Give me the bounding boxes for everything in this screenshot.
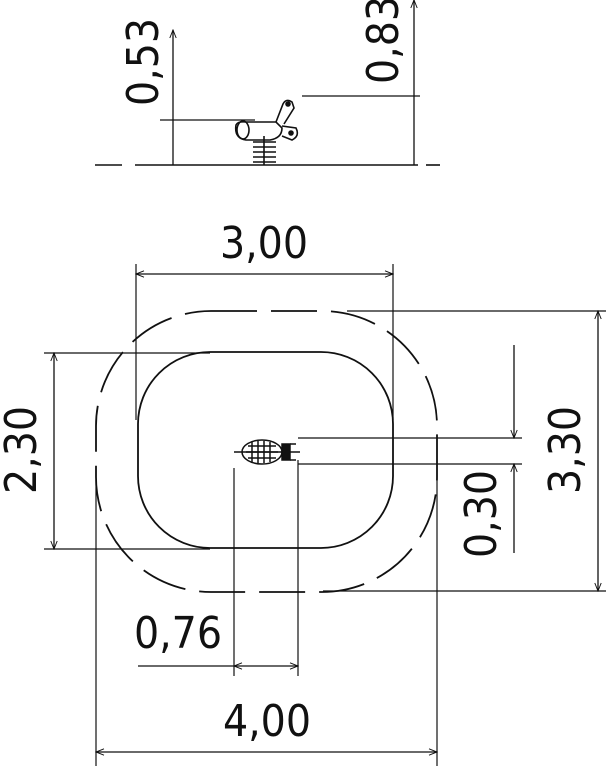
dim-label-vertical-offset: 0,30 [456,470,507,558]
dim-label-seat-height: 0,53 [118,18,169,106]
dim-label-horizontal-offset: 0,76 [134,608,222,659]
spring-rider-top-icon [234,439,300,465]
spring-rider-side-icon [234,99,299,165]
dim-label-inner-width: 3,00 [220,218,308,269]
dim-label-total-height: 0,83 [358,0,409,84]
play-area-outline [137,351,394,549]
dim-label-outer-width: 4,00 [223,696,311,747]
safety-zone-outline [95,310,438,593]
side-view: 0,53 0,83 [95,0,440,166]
dim-label-outer-height: 3,30 [540,406,591,494]
dim-label-inner-height: 2,30 [0,406,47,494]
plan-view: 3,00 2,30 3,30 0,30 0,76 4,00 [0,218,606,766]
